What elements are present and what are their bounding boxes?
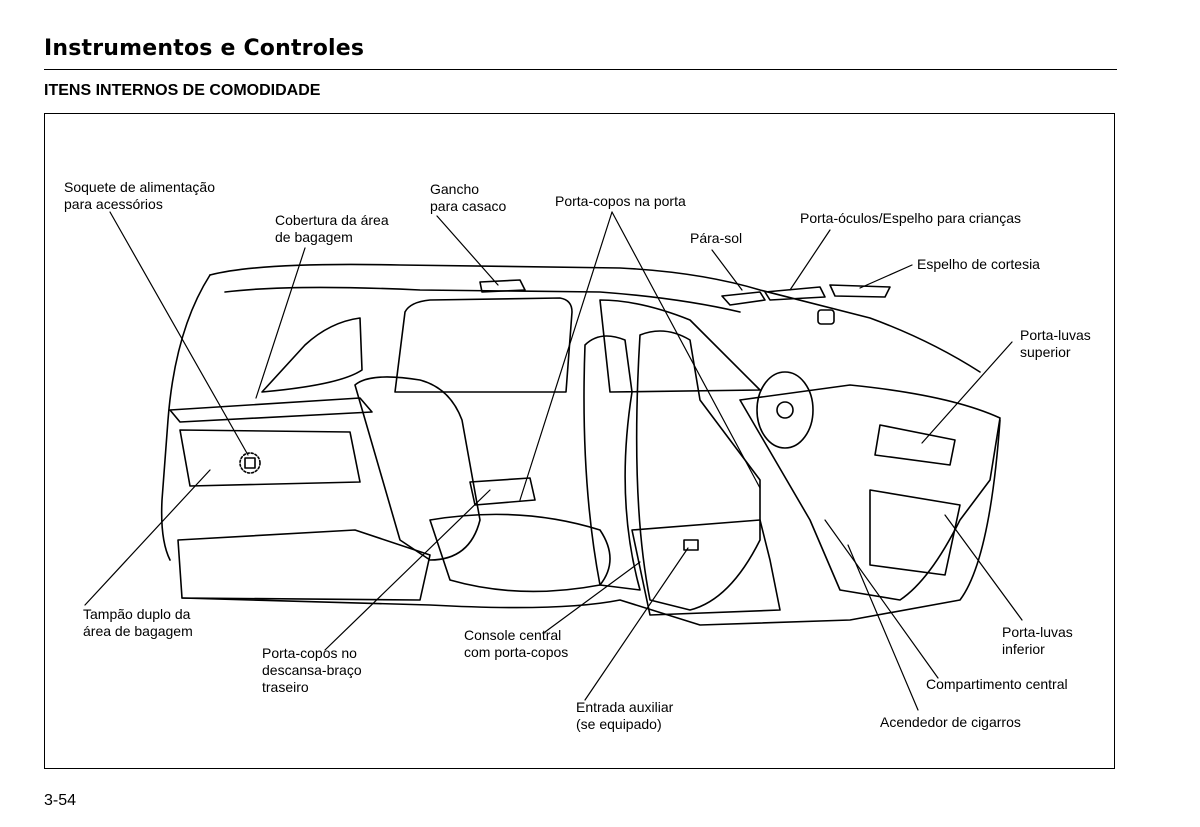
side-window-front [599,299,761,393]
leader-accessory-socket [109,211,249,456]
section-title: ITENS INTERNOS DE COMODIDADE [44,82,321,99]
callout-cargo-cover: Cobertura da área de bagagem [275,212,389,245]
leader-coat-hook [436,215,499,286]
cargo-shelf [169,397,373,423]
leader-cigarette-lighter [847,544,919,711]
chapter-title-rule [44,69,1117,70]
rear-seat-back [354,376,481,561]
glove-box-lower [869,489,961,576]
leader-vanity-mirror [859,264,913,289]
glove-box-upper [874,424,956,466]
callout-vanity-mirror: Espelho de cortesia [917,256,1040,272]
callout-cargo-floor-lid: Tampão duplo da área de bagagem [83,606,193,639]
callout-rear-armrest-cup-holders: Porta-copos no descansa-braço traseiro [262,645,362,695]
rear-armrest [469,477,536,506]
front-seat-left [583,335,641,591]
floor-outline [181,419,1001,626]
rearview-mirror [817,309,835,325]
leader-center-console [544,561,641,633]
chapter-title: Instrumentos e Controles [44,36,365,61]
steering-wheel [756,371,814,449]
callout-door-cup-holders: Porta-copos na porta [555,193,686,209]
callout-sunglasses-holder: Porta-óculos/Espelho para crianças [800,210,1022,226]
callout-center-pocket: Compartimento central [926,676,1068,692]
front-seat-right [635,330,761,611]
leader-door-cup-2 [611,211,761,489]
leader-sunglasses [789,229,831,291]
callout-accessory-socket: Soquete de alimentação para acessórios [64,179,215,212]
callout-cigarette-lighter: Acendedor de cigarros [880,714,1021,730]
rear-seat-cushion [429,513,611,593]
figure-frame [44,113,1115,769]
roof-inner-line [224,286,741,313]
cargo-floor [177,529,431,601]
callout-lower-glove-box: Porta-luvas inferior [1002,624,1073,657]
leader-sun-visor [711,249,743,291]
callout-upper-glove-box: Porta-luvas superior [1020,327,1091,360]
sun-visor-shape [721,291,766,306]
leader-rear-armrest [324,489,491,651]
vanity-mirror-shape [829,284,891,298]
page-number: 3-54 [44,792,77,809]
cargo-floor-box [179,429,361,487]
coat-hook-shape [479,279,526,293]
rear-window [261,317,363,393]
callout-coat-hook: Gancho para casaco [430,181,507,214]
leader-cargo-floor [84,469,211,606]
leader-cargo-cover [255,247,306,399]
leader-center-pocket [824,519,939,679]
leader-upper-glove [921,341,1013,444]
leader-lower-glove [944,514,1023,621]
accessory-socket-mark [239,452,261,474]
side-window-rear [394,297,573,393]
roof-outline [209,263,981,373]
callout-sun-visor: Pára-sol [690,230,743,246]
leader-door-cup-1 [519,211,613,501]
callout-center-console: Console central com porta-copos [464,627,569,660]
dashboard [739,384,1001,601]
callout-aux-input: Entrada auxiliar (se equipado) [576,699,674,732]
sunglasses-holder-shape [764,286,826,301]
leader-aux-input [584,547,689,701]
center-console-body [631,519,781,616]
rear-pillar [160,274,211,561]
